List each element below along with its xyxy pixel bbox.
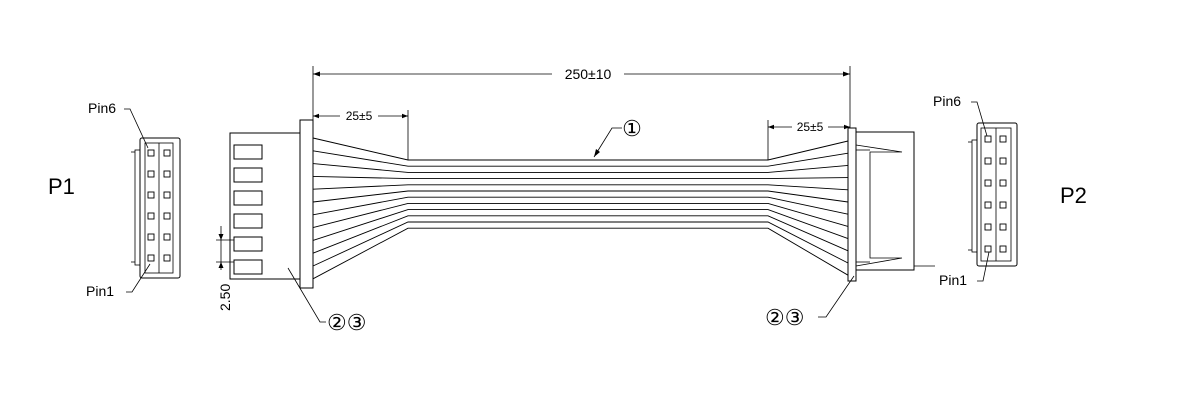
p2-latch <box>971 139 978 253</box>
overall-arrow-left <box>313 71 320 77</box>
pin-cavity <box>147 254 155 262</box>
p1-pin1-label: Pin1 <box>86 283 114 299</box>
cable-callout-arrow <box>594 149 600 157</box>
pin-cavity <box>163 212 171 220</box>
wire-edge <box>312 175 849 180</box>
left-connector-callout: ②③ <box>327 310 366 335</box>
wire-edge <box>312 215 849 254</box>
p1-face-view <box>131 137 181 279</box>
pin-cavity <box>999 245 1007 253</box>
contact-slot <box>233 213 263 229</box>
wire-edge <box>312 190 849 203</box>
pitch-arrow-bottom <box>218 262 224 268</box>
pin-cavity <box>147 212 155 220</box>
left-breakout-label: 25±5 <box>346 109 373 123</box>
p2-pin1-label: Pin1 <box>939 272 967 288</box>
wire-edge <box>312 202 849 229</box>
left-housing-flange <box>299 119 314 289</box>
pin-cavity <box>147 149 155 157</box>
pin-cavity <box>999 179 1007 187</box>
p2-face-view <box>968 122 1018 267</box>
overall-arrow-right <box>843 71 850 77</box>
overall-length-label: 250±10 <box>565 66 612 82</box>
left-contact-slots <box>233 144 263 275</box>
pin-cavity <box>147 233 155 241</box>
left-breakout-arrow-right <box>402 113 408 119</box>
wire-edge <box>312 184 849 191</box>
pin-cavity <box>999 201 1007 209</box>
wire-edge <box>312 150 849 167</box>
pin-cavity <box>163 254 171 262</box>
pitch-arrow-top <box>218 234 224 240</box>
contact-slot <box>233 190 263 206</box>
pin-cavity <box>984 223 992 231</box>
pin-cavity <box>147 170 155 178</box>
pin-cavity <box>999 135 1007 143</box>
pin-cavity <box>147 191 155 199</box>
right-housing-flange <box>847 127 857 282</box>
pin-cavity <box>984 201 992 209</box>
wire-bundle <box>312 137 849 280</box>
pin-cavity <box>163 233 171 241</box>
p1-latch <box>134 149 141 266</box>
wire-edge <box>312 196 849 216</box>
pitch-label: 2.50 <box>217 284 233 311</box>
p2-label: P2 <box>1060 183 1087 208</box>
p2-pin-grid <box>984 135 1007 253</box>
p2-pin6-leader <box>971 101 988 137</box>
right-housing-body <box>855 131 915 271</box>
left-connector-side-view <box>229 119 314 289</box>
contact-slot <box>233 236 263 252</box>
p2-pin6-label: Pin6 <box>933 93 961 109</box>
p1-pin6-leader <box>124 108 149 149</box>
p1-housing-outer <box>139 137 181 279</box>
wire-edge <box>312 209 849 241</box>
p1-pin1-leader <box>126 263 151 293</box>
pin-cavity <box>999 223 1007 231</box>
contact-slot <box>233 167 263 183</box>
right-breakout-arrow-left <box>768 124 774 130</box>
p1-pin6-label: Pin6 <box>88 100 116 116</box>
pin-cavity <box>984 135 992 143</box>
contact-slot <box>233 144 263 160</box>
pin-cavity <box>163 191 171 199</box>
pin-cavity <box>984 245 992 253</box>
right-connector-callout-leader <box>818 275 855 318</box>
pin-cavity <box>984 157 992 165</box>
cable-callout-leader <box>593 127 622 158</box>
p1-label: P1 <box>48 174 75 199</box>
contact-slot <box>233 259 263 275</box>
p1-pin-grid <box>147 149 171 262</box>
wire-edge <box>312 137 849 161</box>
pitch-dimension <box>216 226 234 270</box>
left-housing-body <box>229 132 301 280</box>
right-breakout-arrow-right <box>844 124 850 130</box>
right-connector-side-view <box>847 127 935 282</box>
wire-edge <box>312 227 849 280</box>
pin-cavity <box>163 149 171 157</box>
wire-edge <box>312 163 849 173</box>
pin-cavity <box>163 170 171 178</box>
right-breakout-label: 25±5 <box>797 120 824 134</box>
overall-length-dimension <box>312 66 851 128</box>
pin-cavity <box>999 157 1007 165</box>
p2-pin1-leader <box>977 251 990 282</box>
right-connector-callout: ②③ <box>765 305 804 330</box>
cable-callout: ① <box>622 116 642 141</box>
left-breakout-arrow-left <box>313 113 319 119</box>
pin-cavity <box>984 179 992 187</box>
right-breakout-dimension <box>767 120 850 160</box>
left-connector-callout-leader <box>287 267 326 323</box>
right-housing-latch <box>855 144 903 267</box>
wire-edge <box>312 221 849 267</box>
left-breakout-dimension <box>313 110 409 160</box>
